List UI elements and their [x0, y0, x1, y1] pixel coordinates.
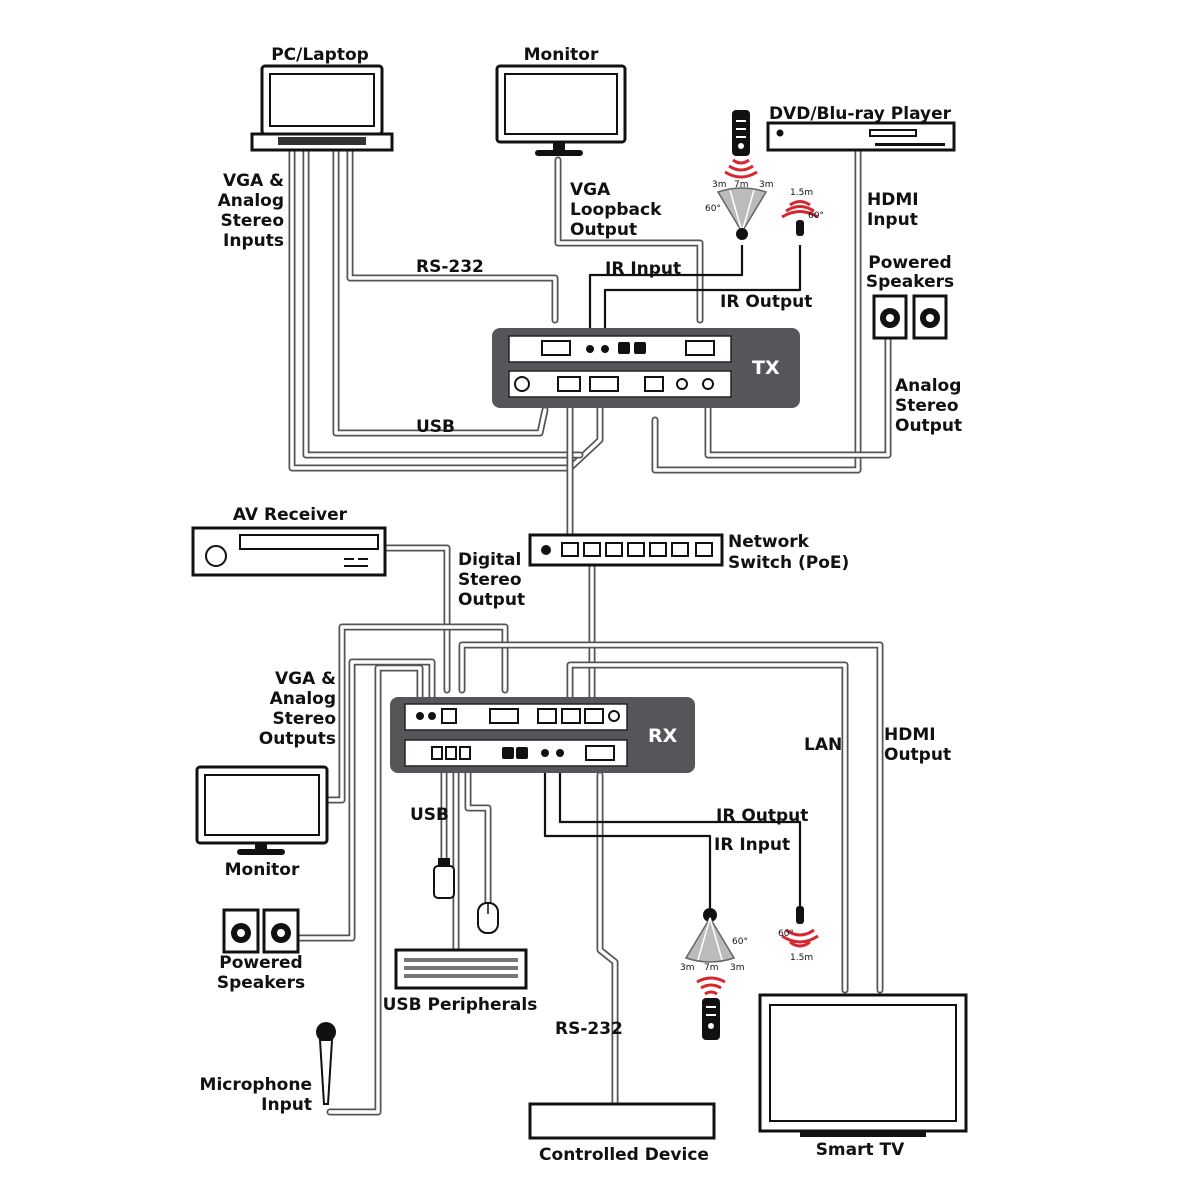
- ir-emitter-bottom: 60° 1.5m: [778, 906, 819, 963]
- svg-text:3m: 3m: [730, 963, 745, 973]
- ir-wires: [543, 245, 802, 908]
- smart-tv-label: Smart TV: [816, 1140, 905, 1160]
- ir-receiver-bottom: 3m 7m 3m 60°: [680, 908, 748, 973]
- switch-label-2: Switch (PoE): [728, 553, 849, 573]
- label-digital-out-3: Output: [458, 590, 525, 610]
- microphone: Microphone Input: [200, 1022, 336, 1115]
- top-remote: [724, 110, 758, 179]
- label-vga-inputs-3: Stereo: [221, 211, 285, 231]
- svg-text:60°: 60°: [732, 937, 748, 947]
- label-analog-out-3: Output: [895, 416, 962, 436]
- label-lan: LAN: [804, 735, 842, 755]
- controlled-device: Controlled Device: [528, 1102, 716, 1165]
- network-switch: Network Switch (PoE): [528, 532, 849, 573]
- svg-text:7m: 7m: [704, 963, 719, 973]
- av-receiver: AV Receiver: [191, 505, 387, 577]
- tx-unit: TX: [492, 328, 800, 408]
- av-receiver-label: AV Receiver: [233, 505, 348, 525]
- label-vga-outputs-1: VGA &: [275, 669, 336, 689]
- svg-text:60°: 60°: [808, 211, 824, 221]
- tx-bottom-ports: [514, 376, 714, 392]
- label-analog-out-1: Analog: [895, 376, 961, 396]
- label-usb-bottom: USB: [410, 805, 449, 825]
- speakers-top-label-2: Speakers: [866, 272, 954, 292]
- rx-bottom-ports: [431, 745, 615, 761]
- svg-text:60°: 60°: [705, 204, 721, 214]
- cables: [288, 146, 892, 1116]
- ir-emitter-top: 1.5m 60°: [781, 188, 824, 236]
- label-rs232-bottom: RS-232: [555, 1019, 623, 1039]
- label-digital-out-2: Stereo: [458, 570, 522, 590]
- rx-label: RX: [648, 725, 678, 747]
- label-rs232-top: RS-232: [416, 257, 484, 277]
- mic-label-2: Input: [261, 1095, 312, 1115]
- svg-text:7m: 7m: [734, 180, 749, 190]
- rx-unit: RX: [390, 697, 695, 773]
- label-vga-inputs-2: Analog: [218, 191, 284, 211]
- label-analog-out-2: Stereo: [895, 396, 959, 416]
- svg-text:3m: 3m: [712, 180, 727, 190]
- label-hdmi-output-2: Output: [884, 745, 951, 765]
- dvd-player: DVD/Blu-ray Player: [766, 104, 956, 152]
- label-digital-out-1: Digital: [458, 550, 521, 570]
- svg-text:3m: 3m: [680, 963, 695, 973]
- connection-labels: VGA & Analog Stereo Inputs VGA Loopback …: [218, 171, 963, 1039]
- label-vga-outputs-2: Analog: [270, 689, 336, 709]
- svg-text:3m: 3m: [759, 180, 774, 190]
- label-hdmi-output-1: HDMI: [884, 725, 936, 745]
- label-vga-inputs-1: VGA &: [223, 171, 284, 191]
- speakers-bottom-label-1: Powered: [219, 953, 302, 973]
- rx-top-ports: [416, 708, 620, 724]
- powered-speakers-top: Powered Speakers: [866, 253, 954, 340]
- label-ir-output-bottom: IR Output: [716, 806, 808, 826]
- label-hdmi-input-1: HDMI: [867, 190, 919, 210]
- label-vga-loopback-3: Output: [570, 220, 637, 240]
- smart-tv: Smart TV: [758, 993, 968, 1160]
- label-usb-top: USB: [416, 417, 455, 437]
- bottom-remote: [696, 976, 726, 1040]
- label-ir-input-bottom: IR Input: [714, 835, 790, 855]
- switch-label-1: Network: [728, 532, 810, 552]
- controlled-device-label: Controlled Device: [539, 1145, 709, 1165]
- tx-label: TX: [752, 357, 780, 379]
- monitor-top: Monitor: [495, 45, 627, 156]
- label-vga-outputs-4: Outputs: [259, 729, 336, 749]
- tx-top-ports: [541, 340, 715, 356]
- usb-peripherals: USB Peripherals: [383, 858, 538, 1015]
- monitor-bottom: Monitor: [195, 765, 329, 880]
- dvd-label: DVD/Blu-ray Player: [769, 104, 952, 124]
- label-vga-outputs-3: Stereo: [273, 709, 337, 729]
- label-vga-inputs-4: Inputs: [223, 231, 284, 251]
- svg-text:60°: 60°: [778, 929, 794, 939]
- svg-text:1.5m: 1.5m: [790, 188, 813, 198]
- usb-peripherals-label: USB Peripherals: [383, 995, 538, 1015]
- svg-text:1.5m: 1.5m: [790, 953, 813, 963]
- monitor-top-label: Monitor: [524, 45, 599, 65]
- label-ir-input-top: IR Input: [605, 259, 681, 279]
- ir-receiver-top: 3m 7m 3m 60°: [705, 180, 774, 240]
- label-vga-loopback-1: VGA: [570, 180, 611, 200]
- powered-speakers-bottom: Powered Speakers: [217, 908, 305, 993]
- label-ir-output-top: IR Output: [720, 292, 812, 312]
- speakers-bottom-label-2: Speakers: [217, 973, 305, 993]
- monitor-bottom-label: Monitor: [225, 860, 300, 880]
- speakers-top-label-1: Powered: [868, 253, 951, 273]
- pc-laptop: PC/Laptop: [250, 45, 394, 152]
- mic-label-1: Microphone: [200, 1075, 312, 1095]
- pc-label: PC/Laptop: [271, 45, 369, 65]
- label-vga-loopback-2: Loopback: [570, 200, 662, 220]
- label-hdmi-input-2: Input: [867, 210, 918, 230]
